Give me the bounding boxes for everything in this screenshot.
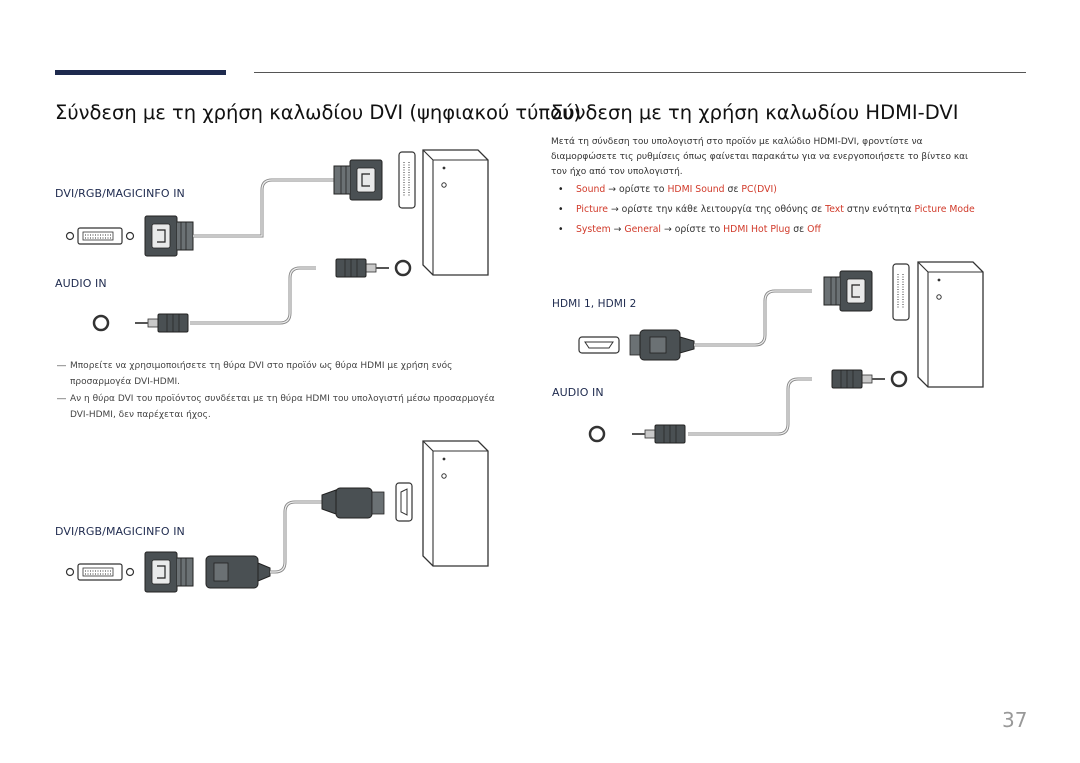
page-number: 37 [1002, 708, 1028, 732]
settings-list: Sound → ορίστε το HDMI Sound σε PC(DVI) … [555, 183, 975, 243]
note-1: ― Μπορείτε να χρησιμοποιήσετε τη θύρα DV… [57, 358, 537, 392]
settings-item-picture: Picture → ορίστε την κάθε λειτουργία της… [555, 203, 975, 223]
intro-line-2: διαμορφώσετε τις ρυθμίσεις όπως φαίνεται… [551, 152, 969, 162]
settings-item-sound: Sound → ορίστε το HDMI Sound σε PC(DVI) [555, 183, 975, 203]
note-2: ― Αν η θύρα DVI του προϊόντος συνδέεται … [57, 391, 537, 425]
note-1-line-2: προσαρμογέα DVI-HDMI. [70, 377, 181, 387]
intro-line-1: Μετά τη σύνδεση του υπολογιστή στο προϊό… [551, 137, 923, 147]
note-2-line-1: Αν η θύρα DVI του προϊόντος συνδέεται με… [70, 394, 495, 404]
header-rule [254, 72, 1026, 73]
hdmi-port-label: HDMI 1, HDMI 2 [552, 298, 637, 310]
right-section-title: Σύνδεση με τη χρήση καλωδίου HDMI-DVI [551, 101, 959, 124]
note-dash: ― [57, 394, 66, 404]
left-section-title: Σύνδεση με τη χρήση καλωδίου DVI (ψηφιακ… [55, 101, 581, 124]
header-accent-bar [55, 70, 226, 75]
audio-port-label-right: AUDIO IN [552, 386, 604, 399]
dvi-port-label-2: DVI/RGB/MAGICINFO IN [55, 525, 185, 538]
intro-paragraph: Μετά τη σύνδεση του υπολογιστή στο προϊό… [551, 135, 1021, 180]
intro-line-3: τον ήχο από τον υπολογιστή. [551, 167, 683, 177]
note-1-line-1: Μπορείτε να χρησιμοποιήσετε τη θύρα DVI … [70, 361, 453, 371]
note-dash: ― [57, 361, 66, 371]
dvi-port-label: DVI/RGB/MAGICINFO IN [55, 187, 185, 200]
note-2-line-2: DVI-HDMI, δεν παρέχεται ήχος. [70, 410, 211, 420]
settings-item-system: System → General → ορίστε το HDMI Hot Pl… [555, 223, 975, 243]
audio-port-label: AUDIO IN [55, 277, 107, 290]
